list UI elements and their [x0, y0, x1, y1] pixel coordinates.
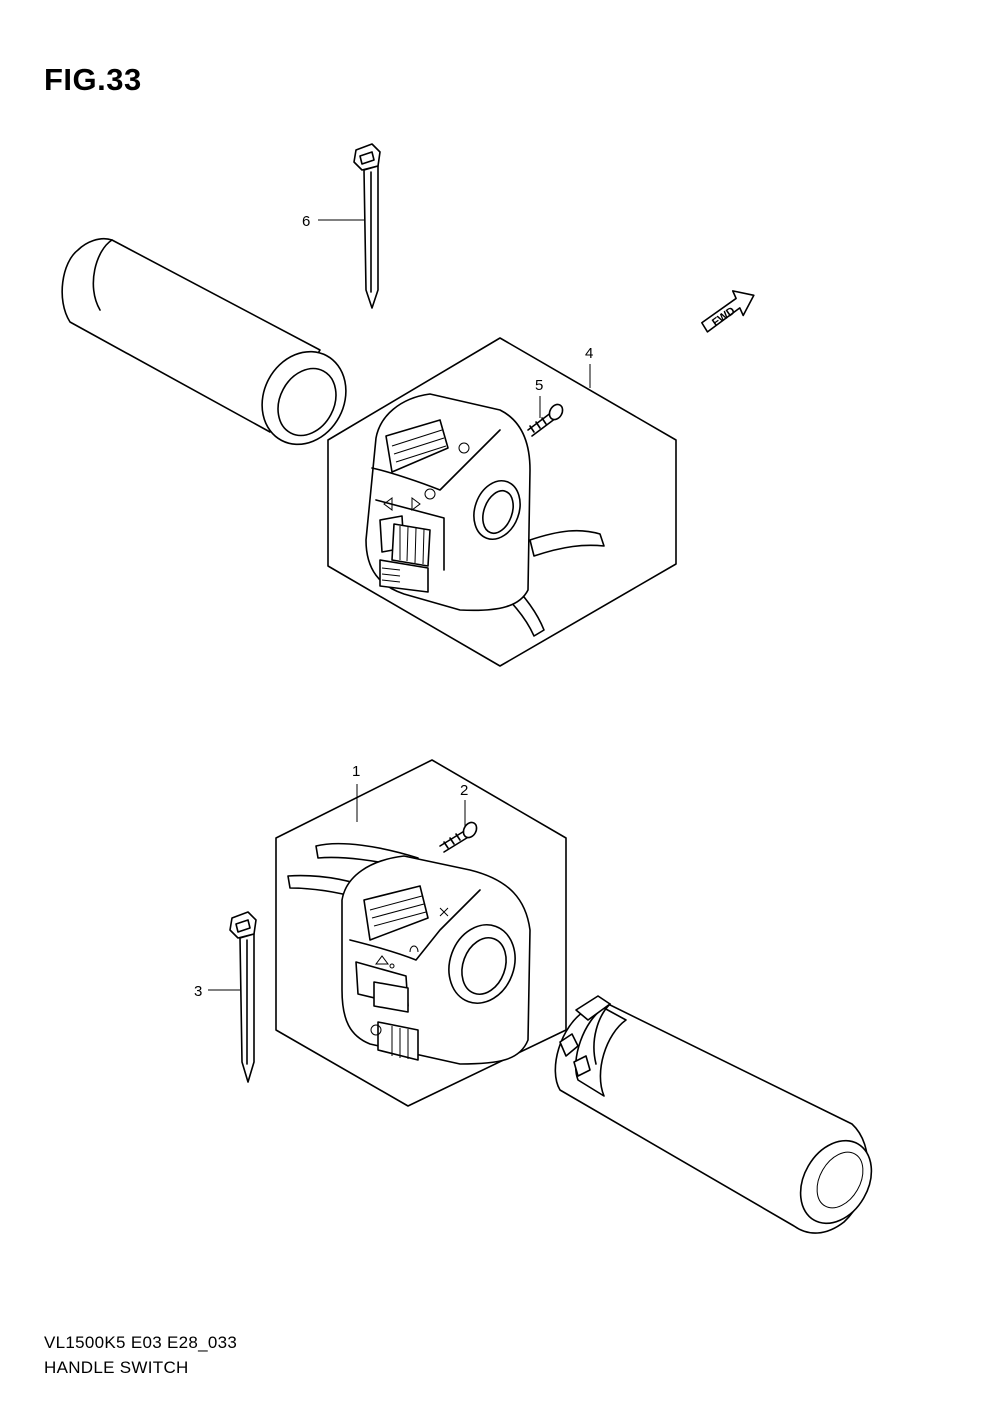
callout-2: 2 — [460, 782, 468, 799]
callout-4: 4 — [585, 345, 593, 362]
assembly-frame-part-1 — [275, 759, 567, 1107]
figure-title: FIG.33 — [44, 62, 142, 97]
callout-6: 6 — [302, 213, 310, 230]
assembly-frame-part-4 — [327, 337, 677, 667]
callout-3: 3 — [194, 983, 202, 1000]
cable-tie-part-6[interactable] — [353, 143, 381, 309]
throttle-grip[interactable] — [554, 995, 885, 1236]
screw-part-2[interactable] — [439, 820, 479, 853]
section-name: HANDLE SWITCH — [44, 1358, 189, 1377]
model-code: VL1500K5 E03 E28_033 — [44, 1333, 238, 1352]
right-handle-switch[interactable] — [287, 842, 531, 1065]
callout-5: 5 — [535, 377, 543, 394]
callout-1: 1 — [352, 763, 360, 780]
screw-part-5[interactable] — [527, 402, 565, 437]
left-handle-switch[interactable] — [365, 393, 605, 637]
fwd-direction-arrow: FWD — [701, 290, 755, 333]
left-handlebar-grip[interactable] — [61, 237, 362, 459]
cable-tie-part-3[interactable] — [229, 911, 257, 1083]
